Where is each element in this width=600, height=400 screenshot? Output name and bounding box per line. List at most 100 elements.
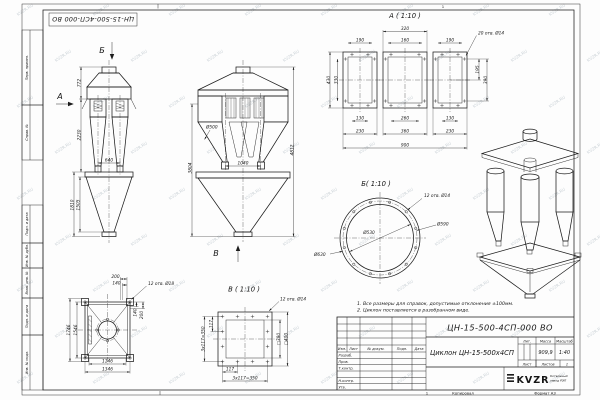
dim-200-top: 200 <box>111 274 119 280</box>
watermark-text: KVZR.RU <box>320 95 338 109</box>
margin-vzam-inv: Взам. инв. № <box>25 271 29 294</box>
dim-330: 330 <box>333 76 339 84</box>
side-view: 3804 4812 Ø500 1040 В <box>188 60 296 262</box>
dim-sq400: □400 <box>283 333 289 346</box>
dim-d590: Ø590 <box>436 221 449 228</box>
watermark-text: KVZR.RU <box>358 49 376 63</box>
tb-name: Циклон ЦН-15-500х4СП <box>430 349 514 357</box>
dim-140-top: 140 <box>112 280 120 286</box>
dim-d530: Ø530 <box>362 229 375 236</box>
company-line-2: завод РЭП <box>550 379 567 383</box>
note-line-2: 2. Циклон поставляется в разобранном вид… <box>357 308 470 314</box>
dim-2230: 2230 <box>76 129 82 140</box>
scale-label: Масштаб <box>556 340 573 344</box>
watermark-text: KVZR.RU <box>396 371 414 385</box>
watermark-text: KVZR.RU <box>358 141 376 155</box>
dim-d500: Ø500 <box>205 124 218 131</box>
scale-value: 1:40 <box>559 350 570 356</box>
section-label-b: Б <box>99 46 105 55</box>
dim-640: 640 <box>105 158 113 164</box>
zone-mark-top: 1 <box>442 4 445 9</box>
designation-stamp: ЦН-15-500-4СП-000 ВО <box>48 12 138 27</box>
margin-perv-primen: Перв. примен. <box>25 55 29 80</box>
watermark-text: KVZR.RU <box>586 49 600 63</box>
row-prov: Пров. <box>339 360 349 364</box>
watermark-text: KVZR.RU <box>320 279 338 293</box>
watermark-text: KVZR.RU <box>434 233 452 247</box>
dim-4812: 4812 <box>289 144 295 155</box>
view-a-holes-note: 20 отв. Ø14 <box>478 30 504 37</box>
dim-sq380: □380 <box>276 333 282 346</box>
view-v-flange: В ( 1:10 ) 12 отв. Ø14 117 3x117=350 □38… <box>200 286 306 383</box>
dim-1346: 1346 <box>102 367 113 373</box>
mass-value: 909,9 <box>538 350 552 356</box>
dim-117-bottom: 117 <box>226 367 234 373</box>
view-a-dimensions: 190 320 160 190 20 отв. Ø14 430 330 195 … <box>326 26 504 150</box>
dim-350-bottom: 3x117=350 <box>232 376 258 382</box>
view-b-flange: Б( 1:10 ) 12 отв. Ø14 Ø590 Ø530 Ø630 <box>313 180 450 284</box>
base-holes-note: 12 отв. Ø18 <box>148 280 174 287</box>
margin-podp-data-1: Подп. и дата <box>25 212 29 235</box>
margin-sprav-no: Справ. № <box>25 124 29 141</box>
watermark-text: KVZR.RU <box>54 233 72 247</box>
watermark-text: KVZR.RU <box>16 187 34 201</box>
watermark-text: KVZR.RU <box>244 95 262 109</box>
tb-designation: ЦН-15-500-4СП-000 ВО <box>447 323 553 333</box>
watermark-text: KVZR.RU <box>16 95 34 109</box>
notes: 1. Все размеры для справок, допустимые о… <box>357 301 514 314</box>
view-v-dimensions: 12 отв. Ø14 117 3x117=350 □380 □400 117 … <box>200 296 306 383</box>
col-podp: Подп. <box>397 347 408 351</box>
watermark-text: KVZR.RU <box>130 49 148 63</box>
isometric-view <box>476 128 582 299</box>
dim-1040: 1040 <box>238 161 249 167</box>
dim-200-right: 200 <box>139 311 145 319</box>
margin-podp-data-2: Подп. и дата <box>25 305 29 328</box>
logo-text: KVZR <box>517 375 550 386</box>
watermark-text: KVZR.RU <box>434 141 452 155</box>
section-arrow-a: А <box>56 92 74 107</box>
watermark-text: KVZR.RU <box>396 279 414 293</box>
watermark-text: KVZR.RU <box>130 233 148 247</box>
lit-label: Лит. <box>522 340 531 344</box>
title-block: Изм. Лист № докум. Подп. Дата Разраб. Пр… <box>336 316 574 390</box>
dim-230-2: 230 <box>446 129 454 135</box>
stamp-text: ЦН-15-500-4СП-000 ВО <box>52 15 134 23</box>
watermark-text: KVZR.RU <box>586 325 600 339</box>
section-arrow-b: Б <box>99 42 115 60</box>
watermark-text: KVZR.RU <box>282 233 300 247</box>
company-line-1: Котельный <box>550 374 568 378</box>
view-b-title: Б( 1:10 ) <box>361 180 391 188</box>
watermark-text: KVZR.RU <box>548 279 566 293</box>
dim-160: 160 <box>401 38 409 44</box>
base-frame-view: 200 140 12 отв. Ø18 140 200 1746 1546 11… <box>66 274 174 374</box>
row-tkontr: Т.контр. <box>339 366 354 370</box>
listov-value: 1 <box>566 362 568 366</box>
dim-130-2: 130 <box>446 116 454 122</box>
watermark-text: KVZR.RU <box>472 279 490 293</box>
view-a: А ( 1:10 ) 190 320 160 190 20 отв. Ø14 <box>326 12 504 150</box>
watermark-text: KVZR.RU <box>206 49 224 63</box>
list-label: Лист <box>522 362 533 366</box>
view-b-dimensions: 12 отв. Ø14 Ø590 Ø530 Ø630 <box>313 192 450 258</box>
watermark-text: KVZR.RU <box>168 187 186 201</box>
dim-900: 900 <box>401 143 409 149</box>
dim-360: 360 <box>401 129 409 135</box>
watermark-text: KVZR.RU <box>510 49 528 63</box>
watermark-text: KVZR.RU <box>130 141 148 155</box>
dim-350-left: 3x117=350 <box>200 326 206 352</box>
logo-stripes-icon <box>507 374 514 382</box>
watermark-text: KVZR.RU <box>92 95 110 109</box>
front-view-dimensions: 772 2230 640 1810 1505 <box>70 66 121 237</box>
view-v-title: В ( 1:10 ) <box>228 286 260 294</box>
watermark-text: KVZR.RU <box>16 3 34 17</box>
row-utv: Утв. <box>339 385 346 389</box>
listov-label: Листов <box>540 362 554 366</box>
watermark-text: KVZR.RU <box>396 187 414 201</box>
row-razrab: Разраб. <box>339 354 353 358</box>
margin-inv-dubl: Инв. № дубл. <box>25 244 29 267</box>
company-logo: KVZR Котельный завод РЭП <box>507 374 568 386</box>
watermark-text: KVZR.RU <box>472 371 490 385</box>
side-view-dimensions: 3804 4812 Ø500 1040 <box>188 66 296 237</box>
